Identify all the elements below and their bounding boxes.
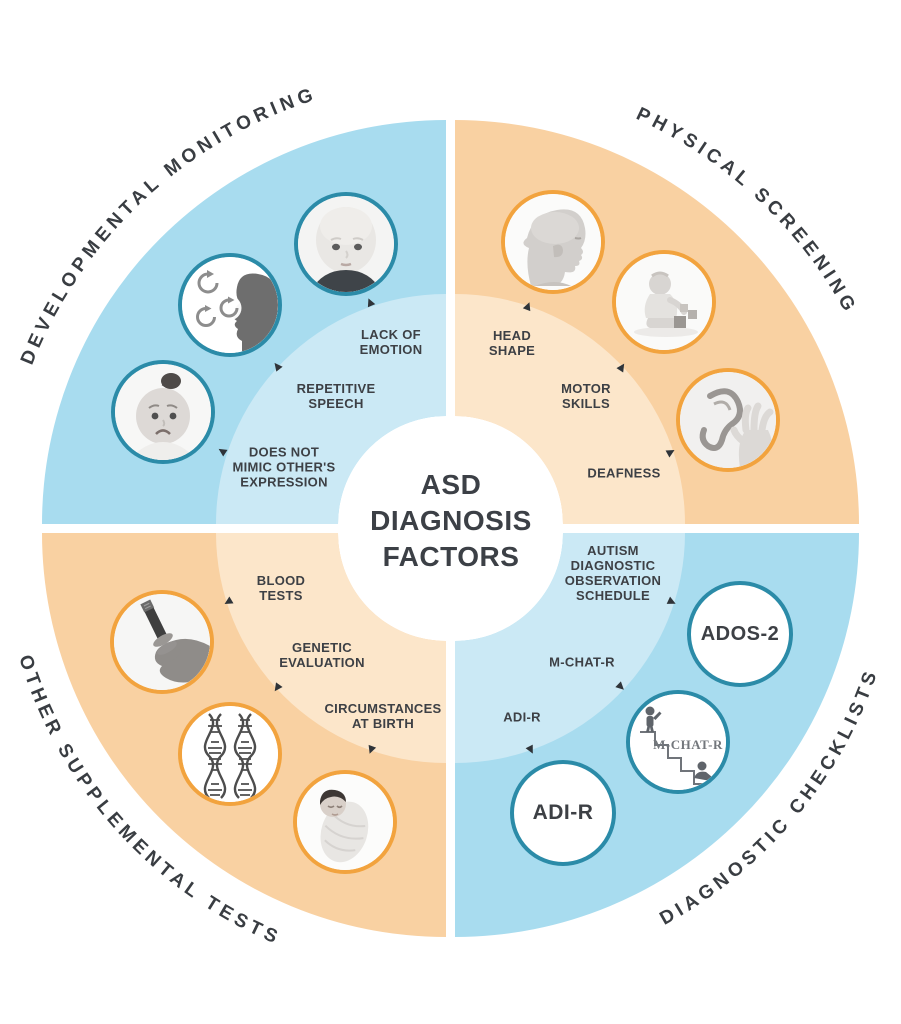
baby-head-profile-icon bbox=[505, 194, 601, 290]
photo-repetitive-speech bbox=[178, 253, 282, 357]
photo-head-shape bbox=[501, 190, 605, 294]
label-autism-diagnostic-observation-schedule: AUTISM DIAGNOSTIC OBSERVATION SCHEDULE bbox=[564, 543, 662, 603]
m-chat-r-bubble: M-CHAT-R bbox=[626, 690, 730, 794]
hand-holding-blood-tube-icon bbox=[114, 594, 210, 690]
mchat-stairs-figures-icon: M-CHAT-R bbox=[630, 694, 726, 790]
label-repetitive-speech: REPETITIVE SPEECH bbox=[296, 381, 376, 411]
quadrant-physical-screening-inner bbox=[455, 294, 685, 524]
label-does-not-mimic: DOES NOT MIMIC OTHER'S EXPRESSION bbox=[232, 444, 336, 490]
ados-2-bubble-label: ADOS-2 bbox=[700, 622, 780, 645]
quadrant-diagnostic-checklists-inner bbox=[455, 533, 685, 763]
quadrant-developmental-monitoring-inner bbox=[216, 294, 446, 524]
label-blood-tests: BLOOD TESTS bbox=[256, 573, 306, 603]
label-circumstances-at-birth: CIRCUMSTANCES AT BIRTH bbox=[324, 701, 442, 731]
swaddled-newborn-icon bbox=[297, 774, 393, 870]
quadrant-other-supplemental-tests-inner bbox=[216, 533, 446, 763]
center-title-line: FACTORS bbox=[382, 541, 520, 572]
ados-2-bubble: ADOS-2 bbox=[687, 581, 793, 687]
photo-deafness bbox=[676, 368, 780, 472]
hand-behind-ear-icon bbox=[680, 372, 776, 468]
label-deafness: DEAFNESS bbox=[587, 465, 661, 481]
label-motor-skills: MOTOR SKILLS bbox=[561, 381, 611, 411]
label-genetic-evaluation: GENETIC EVALUATION bbox=[279, 640, 365, 670]
photo-circumstances-at-birth bbox=[293, 770, 397, 874]
m-chat-r-bubble-label: M-CHAT-R bbox=[653, 737, 723, 752]
label-m-chat-r: M-CHAT-R bbox=[549, 654, 615, 670]
photo-genetic-evaluation bbox=[178, 702, 282, 806]
photo-lack-of-emotion bbox=[294, 192, 398, 296]
photo-does-not-mimic bbox=[111, 360, 215, 464]
frowning-baby-icon bbox=[115, 364, 211, 460]
baby-playing-blocks-icon bbox=[616, 254, 712, 350]
label-head-shape: HEAD SHAPE bbox=[488, 328, 536, 358]
repeating-speech-silhouette-icon bbox=[182, 257, 278, 353]
center-title-line: DIAGNOSIS bbox=[370, 505, 532, 536]
dna-double-helix-icon bbox=[182, 706, 278, 802]
photo-blood-tests bbox=[110, 590, 214, 694]
adi-r-bubble: ADI-R bbox=[510, 760, 616, 866]
label-adi-r: ADI-R bbox=[503, 709, 541, 725]
expressionless-baby-icon bbox=[298, 196, 394, 292]
photo-motor-skills bbox=[612, 250, 716, 354]
adi-r-bubble-label: ADI-R bbox=[532, 801, 594, 824]
label-lack-of-emotion: LACK OF EMOTION bbox=[359, 327, 423, 357]
center-title-line: ASD bbox=[420, 469, 482, 500]
center-title: ASD DIAGNOSIS FACTORS bbox=[370, 467, 532, 575]
